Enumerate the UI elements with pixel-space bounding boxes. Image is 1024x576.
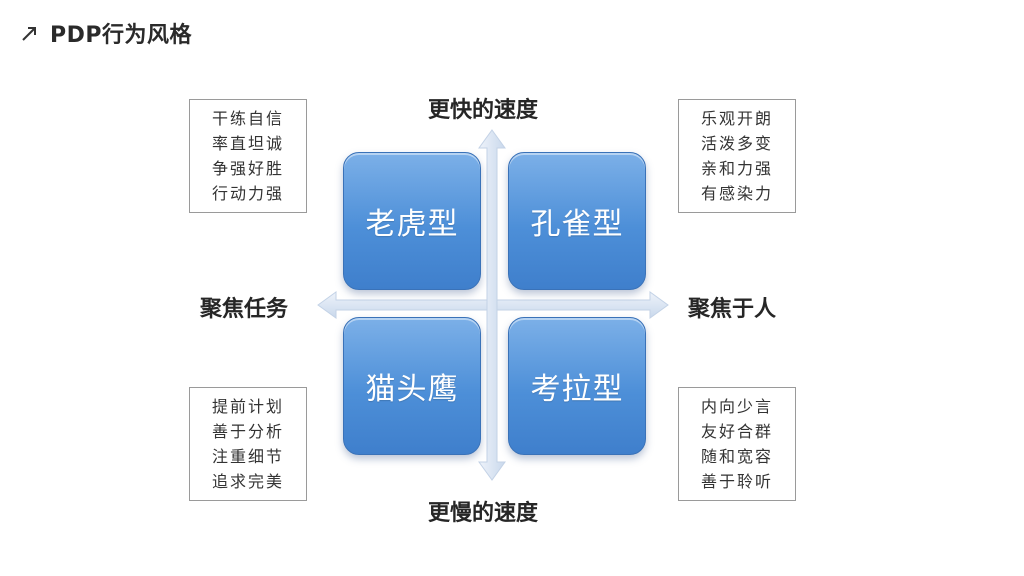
page-title: PDP行为风格 bbox=[50, 23, 193, 48]
quadrant-tiger: 老虎型 bbox=[343, 152, 481, 290]
arrow-icon bbox=[22, 27, 36, 41]
trait-item: 追求完美 bbox=[211, 471, 284, 491]
traits-box-tiger: 干练自信 率直坦诚 争强好胜 行动力强 bbox=[189, 99, 307, 213]
trait-item: 善于聆听 bbox=[700, 471, 773, 491]
trait-item: 活泼多变 bbox=[700, 133, 773, 153]
trait-item: 行动力强 bbox=[211, 183, 284, 203]
quadrant-label: 考拉型 bbox=[530, 372, 624, 407]
quadrant-label: 孔雀型 bbox=[530, 207, 624, 242]
trait-item: 内向少言 bbox=[700, 396, 773, 416]
quadrant-koala: 考拉型 bbox=[508, 317, 646, 455]
vertical-axis-arrow bbox=[478, 129, 506, 481]
trait-item: 随和宽容 bbox=[700, 446, 773, 466]
trait-item: 干练自信 bbox=[211, 108, 284, 128]
trait-item: 率直坦诚 bbox=[211, 133, 284, 153]
trait-item: 乐观开朗 bbox=[700, 108, 773, 128]
trait-item: 有感染力 bbox=[700, 183, 773, 203]
trait-item: 注重细节 bbox=[211, 446, 284, 466]
traits-box-koala: 内向少言 友好合群 随和宽容 善于聆听 bbox=[678, 387, 796, 501]
quadrant-label: 猫头鹰 bbox=[365, 372, 459, 407]
axis-label-faster: 更快的速度 bbox=[428, 98, 539, 123]
trait-item: 提前计划 bbox=[211, 396, 284, 416]
title-row: PDP行为风格 bbox=[20, 16, 192, 50]
traits-box-peacock: 乐观开朗 活泼多变 亲和力强 有感染力 bbox=[678, 99, 796, 213]
axis-label-slower: 更慢的速度 bbox=[428, 501, 539, 526]
trait-item: 亲和力强 bbox=[700, 158, 773, 178]
axis-label-people-focus: 聚焦于人 bbox=[688, 297, 777, 322]
traits-box-owl: 提前计划 善于分析 注重细节 追求完美 bbox=[189, 387, 307, 501]
trait-item: 争强好胜 bbox=[211, 158, 284, 178]
quadrant-owl: 猫头鹰 bbox=[343, 317, 481, 455]
axis-label-task-focus: 聚焦任务 bbox=[200, 297, 289, 322]
quadrant-peacock: 孔雀型 bbox=[508, 152, 646, 290]
quadrant-label: 老虎型 bbox=[365, 207, 459, 242]
trait-item: 友好合群 bbox=[700, 421, 773, 441]
trait-item: 善于分析 bbox=[211, 421, 284, 441]
